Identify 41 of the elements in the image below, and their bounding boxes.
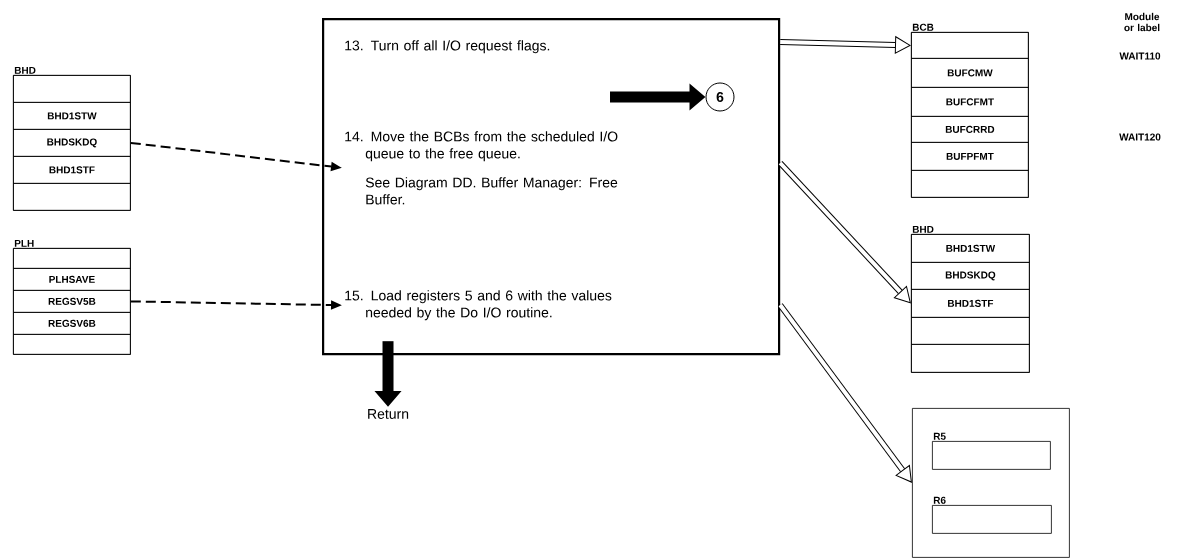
table-row [13,183,131,211]
table-row: BHD1STW [13,102,131,130]
table-row [13,75,131,103]
step-text: 14. Move the BCBs from the scheduled I/O queue to the free queue. See Diagram DD. Buffer Manager: Free Buffer. [345,131,618,205]
node-label: BCB [912,23,934,31]
table-row: BUFCRRD [911,116,1029,143]
table-row: REGSV5B [13,290,131,313]
register-box [912,408,1070,558]
arrow [778,160,911,304]
node-label: R6 [933,496,946,504]
return-label: Return [368,409,409,419]
node-label: PLH [14,239,34,247]
table-row [911,170,1029,198]
table-row [13,334,131,355]
table-row [911,317,1030,345]
table-row: PLHSAVE [13,268,131,291]
module-label: WAIT120 [1119,133,1161,141]
node-label: BHD [912,225,934,233]
module-label: WAIT110 [1119,52,1161,60]
table-row: BUFPFMT [911,142,1029,171]
table-row: REGSV6B [13,312,131,335]
module-label: Module or label [1124,12,1160,32]
register-field: R6 [932,496,1052,534]
node-label: BHD [14,66,36,74]
table-row: BUFCMW [911,58,1029,88]
step-text: 15. Load registers 5 and 6 with the values needed by the Do I/O routine. [345,290,612,321]
register-field: R5 [932,432,1051,470]
table-row: BHDSKDQ [13,129,131,157]
table-row [911,32,1029,59]
table-row: BHD1STF [911,289,1030,318]
process-box [322,18,781,356]
table-row: BHDSKDQ [911,262,1030,290]
table-row: BHD1STF [13,156,131,184]
table-row: BUFCFMT [911,87,1029,117]
arrow [777,303,912,483]
table-row: BHD1STW [911,234,1030,263]
table-row [911,344,1030,373]
table-row [13,248,131,269]
node-label: R5 [933,432,946,440]
step-text: 13. Turn off all I/O request flags. [345,40,550,54]
arrow [780,36,911,54]
